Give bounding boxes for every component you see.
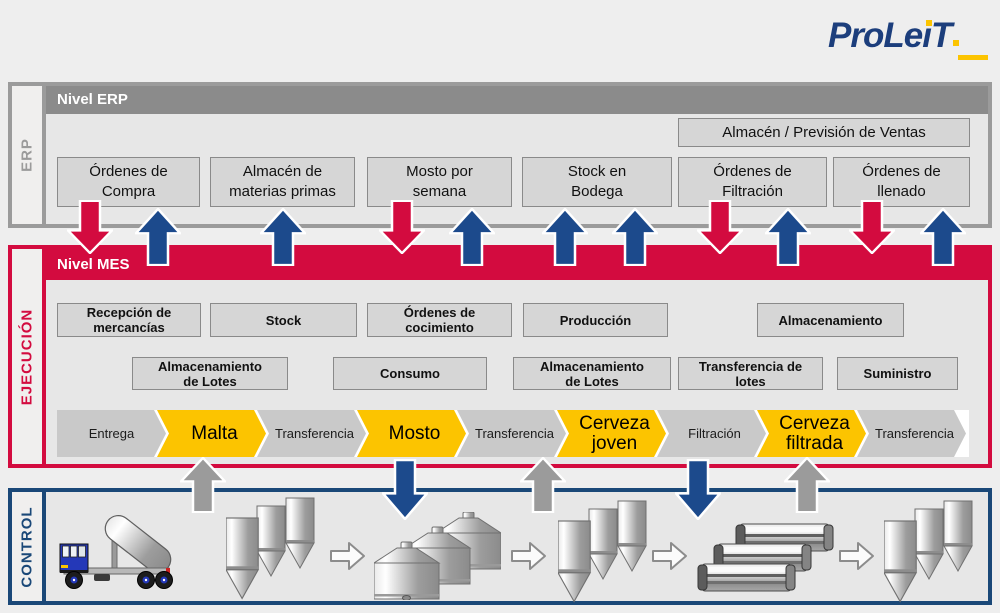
arrow-up-blue-7 bbox=[920, 208, 966, 266]
mes-box-ordenes-de-cocimiento: Órdenes de cocimiento bbox=[367, 303, 512, 337]
fermentation-tanks-icon bbox=[558, 500, 647, 603]
mes-side-cell: EJECUCIÓN bbox=[12, 249, 46, 464]
mes-box-recepcion-de-mercancias: Recepción de mercancías bbox=[57, 303, 201, 337]
arrow-up-blue-4 bbox=[542, 208, 588, 266]
logo-text-main: ProLe bbox=[828, 16, 923, 55]
logo-yellow-underline bbox=[958, 55, 988, 60]
mes-band-header: Nivel MES bbox=[46, 249, 988, 280]
flow-step-transferencia-2: Transferencia bbox=[457, 410, 566, 457]
control-side-label: CONTROL bbox=[18, 505, 36, 588]
erp-box-mosto-por-semana: Mosto por semana bbox=[367, 157, 512, 207]
logo-letter-t: T bbox=[930, 16, 952, 55]
control-side-cell: CONTROL bbox=[12, 492, 46, 601]
mes-box-almacenamiento-de-lotes-2: Almacenamiento de Lotes bbox=[513, 357, 671, 390]
malt-silos-icon bbox=[226, 497, 315, 600]
flow-step-mosto: Mosto bbox=[357, 410, 466, 457]
flow-step-filtracion: Filtración bbox=[657, 410, 766, 457]
erp-box-ordenes-de-llenado: Órdenes de llenado bbox=[833, 157, 970, 207]
arrow-down-red-2 bbox=[379, 200, 425, 254]
flow-arrow-icon-3 bbox=[652, 542, 687, 570]
erp-box-ordenes-de-filtracion: Órdenes de Filtración bbox=[678, 157, 827, 207]
flow-step-entrega: Entrega bbox=[57, 410, 166, 457]
mes-band-header-label: Nivel MES bbox=[57, 256, 130, 273]
arrow-down-blue-1 bbox=[382, 459, 428, 520]
mes-box-consumo: Consumo bbox=[333, 357, 487, 390]
logo-letter-i: ı bbox=[922, 16, 933, 55]
arrow-up-blue-5 bbox=[612, 208, 658, 266]
flow-arrow-icon-2 bbox=[511, 542, 546, 570]
arrow-up-blue-3 bbox=[449, 208, 495, 266]
filter-vessels-icon bbox=[697, 523, 834, 592]
arrow-down-red-1 bbox=[67, 200, 113, 254]
flow-arrow-icon-1 bbox=[330, 542, 365, 570]
flow-step-malta: Malta bbox=[157, 410, 266, 457]
erp-box-almacen-prevision-ventas: Almacén / Previsión de Ventas bbox=[678, 118, 970, 147]
arrow-up-gray-2 bbox=[520, 457, 566, 513]
flow-arrow-icon-4 bbox=[839, 542, 874, 570]
erp-side-label: ERP bbox=[18, 138, 36, 172]
mes-box-transferencia-de-lotes: Transferencia de lotes bbox=[678, 357, 823, 390]
arrow-down-red-3 bbox=[697, 200, 743, 254]
flow-step-transferencia-1: Transferencia bbox=[257, 410, 366, 457]
erp-band-header: Nivel ERP bbox=[46, 86, 988, 114]
tanker-truck-icon bbox=[59, 515, 173, 589]
bright-beer-tanks-icon bbox=[884, 500, 973, 603]
mes-box-suministro: Suministro bbox=[837, 357, 958, 390]
mes-side-label: EJECUCIÓN bbox=[18, 308, 36, 405]
mes-box-almacenamiento: Almacenamiento bbox=[757, 303, 904, 337]
erp-box-stock-en-bodega: Stock en Bodega bbox=[522, 157, 672, 207]
arrow-down-red-4 bbox=[849, 200, 895, 254]
erp-band-header-label: Nivel ERP bbox=[57, 91, 128, 108]
erp-side-cell: ERP bbox=[12, 86, 46, 224]
flow-step-cerveza-filtrada: Cerveza filtrada bbox=[757, 410, 866, 457]
brewhouse-tanks-icon bbox=[374, 512, 501, 600]
arrow-down-blue-2 bbox=[675, 459, 721, 520]
arrow-up-gray-3 bbox=[784, 457, 830, 513]
flow-step-cerveza-joven: Cerveza joven bbox=[557, 410, 666, 457]
mes-box-almacenamiento-de-lotes-1: Almacenamiento de Lotes bbox=[132, 357, 288, 390]
mes-box-produccion: Producción bbox=[523, 303, 668, 337]
logo-yellow-i-dot bbox=[926, 20, 933, 26]
arrow-up-blue-2 bbox=[260, 208, 306, 266]
erp-box-ordenes-de-compra: Órdenes de Compra bbox=[57, 157, 200, 207]
erp-box-almacen-materias-primas: Almacén de materias primas bbox=[210, 157, 355, 207]
mes-box-stock: Stock bbox=[210, 303, 357, 337]
flow-step-transferencia-3: Transferencia bbox=[857, 410, 966, 457]
arrow-up-blue-1 bbox=[135, 208, 181, 266]
logo-yellow-period bbox=[953, 40, 960, 46]
process-flow-strip: Entrega Malta Transferencia Mosto Transf… bbox=[57, 410, 969, 457]
arrow-up-gray-1 bbox=[180, 457, 226, 513]
arrow-up-blue-6 bbox=[765, 208, 811, 266]
